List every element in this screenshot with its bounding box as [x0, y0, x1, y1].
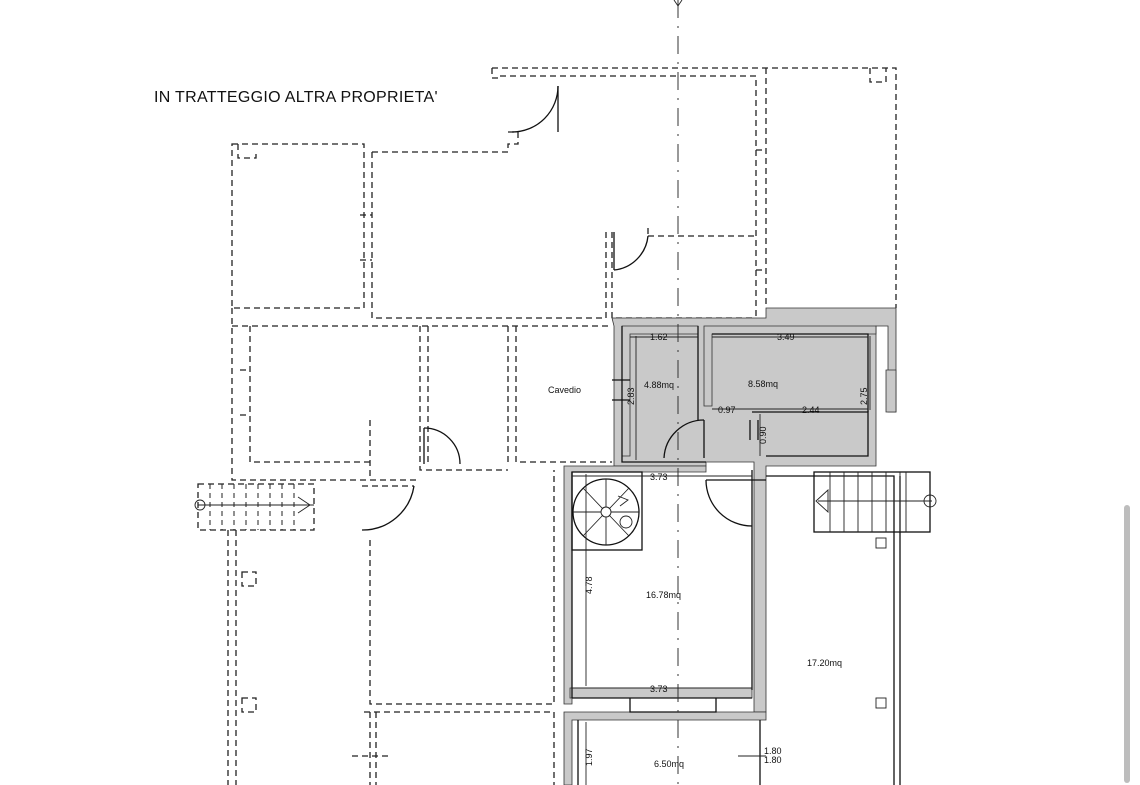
dim-label: 3.73: [650, 684, 668, 694]
dim-label: 2.75: [859, 387, 869, 405]
room-a-area: 4.88mq: [644, 380, 674, 390]
dim-label: 1.80: [764, 755, 782, 765]
room-b-area: 8.58mq: [748, 379, 778, 389]
door-swings-property: [663, 419, 766, 527]
dim-label: 3.73: [650, 472, 668, 482]
dim-label: 1.97: [584, 748, 594, 766]
plan-labels: Cavedio 4.88mq 8.58mq 16.78mq 17.20mq 6.…: [548, 332, 869, 769]
door-swings-other: [361, 85, 649, 531]
other-property-outline: [227, 67, 897, 785]
north-mark: [673, 0, 683, 7]
dim-label: 2.44: [802, 405, 820, 415]
dim-label: 2.83: [626, 387, 636, 405]
scrollbar[interactable]: [1124, 505, 1130, 783]
dim-label: 1.80: [764, 746, 782, 756]
spiral-stair: [571, 471, 643, 551]
plan-title: IN TRATTEGGIO ALTRA PROPRIETA': [154, 89, 438, 106]
external-stair-left: [194, 483, 315, 531]
dim-label: 0.90: [758, 426, 768, 444]
dim-label: 1.62: [650, 332, 668, 342]
dimension-lines: [572, 336, 871, 785]
property-rooms: [571, 326, 901, 785]
room-e-area: 6.50mq: [654, 759, 684, 769]
dim-label: 0.97: [718, 405, 736, 415]
dim-label: 3.49: [777, 332, 795, 342]
room-d-area: 17.20mq: [807, 658, 842, 668]
external-stair-right: [813, 471, 937, 709]
room-c-area: 16.78mq: [646, 590, 681, 600]
dim-label: 4.78: [584, 576, 594, 594]
cavedio-label: Cavedio: [548, 385, 581, 395]
